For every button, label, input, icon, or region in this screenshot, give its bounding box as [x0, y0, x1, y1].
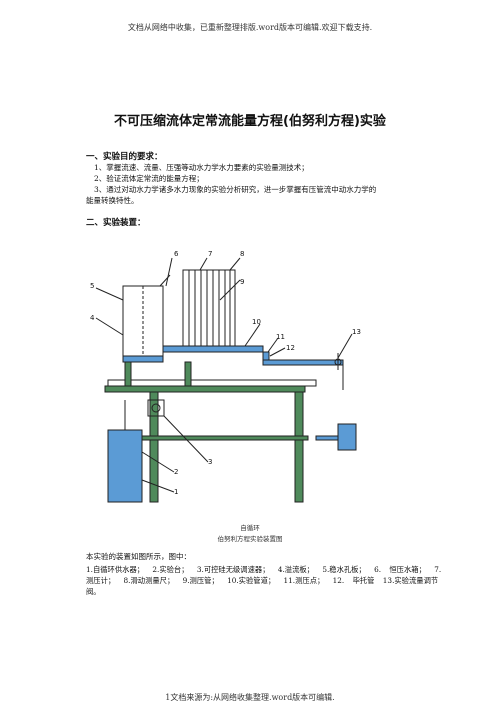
parts-intro: 本实验的装置如图所示，图中： — [86, 552, 191, 561]
label-1: 1 — [174, 488, 178, 496]
part-3: 3.可控硅无级调速器； — [196, 565, 270, 574]
return-tank — [337, 423, 357, 451]
part-4: 4.溢流板； — [277, 565, 314, 574]
part-10: 10.实验管道； — [227, 576, 276, 585]
part-1: 1.自循环供水器； — [86, 565, 145, 574]
part-12b: 毕托管 — [352, 576, 375, 585]
section2-heading: 二、实验装置： — [86, 218, 146, 228]
part-6b: 恒压水箱； — [389, 565, 426, 574]
footer-note: 1文档来源为:从网络收集整理.word版本可编辑. — [165, 693, 335, 702]
caption-line1: 自循环 — [240, 524, 260, 532]
table-top — [104, 385, 306, 393]
valve-icon — [334, 358, 342, 366]
header-note: 文档从网络中收集，已重新整理排版.word版本可编辑.欢迎下载支持. — [127, 23, 373, 32]
section1-item-3: 3、通过对动水力学诸多水力现象的实验分析研究，进一步掌握有压管流中动水力学的 — [94, 185, 377, 194]
table-leg-left — [149, 391, 159, 503]
part-5: 5.稳水孔板； — [322, 565, 366, 574]
section1-item-1: 1、掌握流速、流量、压强等动水力学水力要素的实验量测技术； — [94, 163, 309, 172]
label-5: 5 — [90, 282, 94, 290]
part-7: 7.测压计； — [86, 565, 442, 585]
section1-item-2: 2、验证流体定常流的能量方程； — [94, 174, 204, 183]
parts-list: 1.自循环供水器； 2.实验台； 3.可控硅无级调速器； 4.溢流板； 5.稳水… — [86, 564, 446, 597]
apparatus-diagram: 6 7 8 9 5 4 10 11 12 13 3 2 1 — [90, 250, 361, 503]
label-6: 6 — [174, 250, 179, 258]
label-4: 4 — [90, 314, 95, 322]
label-10: 10 — [252, 318, 261, 326]
supply-tank — [107, 429, 143, 503]
label-9: 9 — [240, 278, 244, 286]
label-8: 8 — [240, 250, 244, 258]
experiment-pipe — [162, 345, 264, 353]
page-title: 不可压缩流体定常流能量方程(伯努利方程)实验 — [114, 114, 386, 129]
label-12: 12 — [286, 344, 295, 352]
label-11: 11 — [276, 333, 285, 341]
section1-item-4: 能量转换特性。 — [86, 196, 139, 205]
speed-controller — [147, 399, 165, 417]
part-12: 12. — [332, 576, 345, 585]
part-2: 2.实验台； — [152, 565, 189, 574]
table-rim — [107, 379, 317, 387]
part-8: 8.滑动测量尺； — [123, 576, 175, 585]
label-2: 2 — [174, 468, 178, 476]
label-7: 7 — [208, 250, 212, 258]
table-crossbar — [141, 435, 309, 441]
part-6: 6. — [374, 565, 382, 574]
section1-heading: 一、实验目的要求： — [86, 152, 163, 162]
part-9: 9.测压管； — [182, 576, 219, 585]
part-13: 13.实验流量调节阀。 — [86, 576, 439, 596]
caption-line2: 伯努利方程实验装置图 — [217, 535, 283, 543]
part-11: 11.测压点； — [283, 576, 325, 585]
label-3: 3 — [208, 458, 212, 466]
piezometer-board — [182, 269, 236, 349]
table-leg-right — [294, 391, 304, 503]
label-13: 13 — [352, 328, 361, 336]
